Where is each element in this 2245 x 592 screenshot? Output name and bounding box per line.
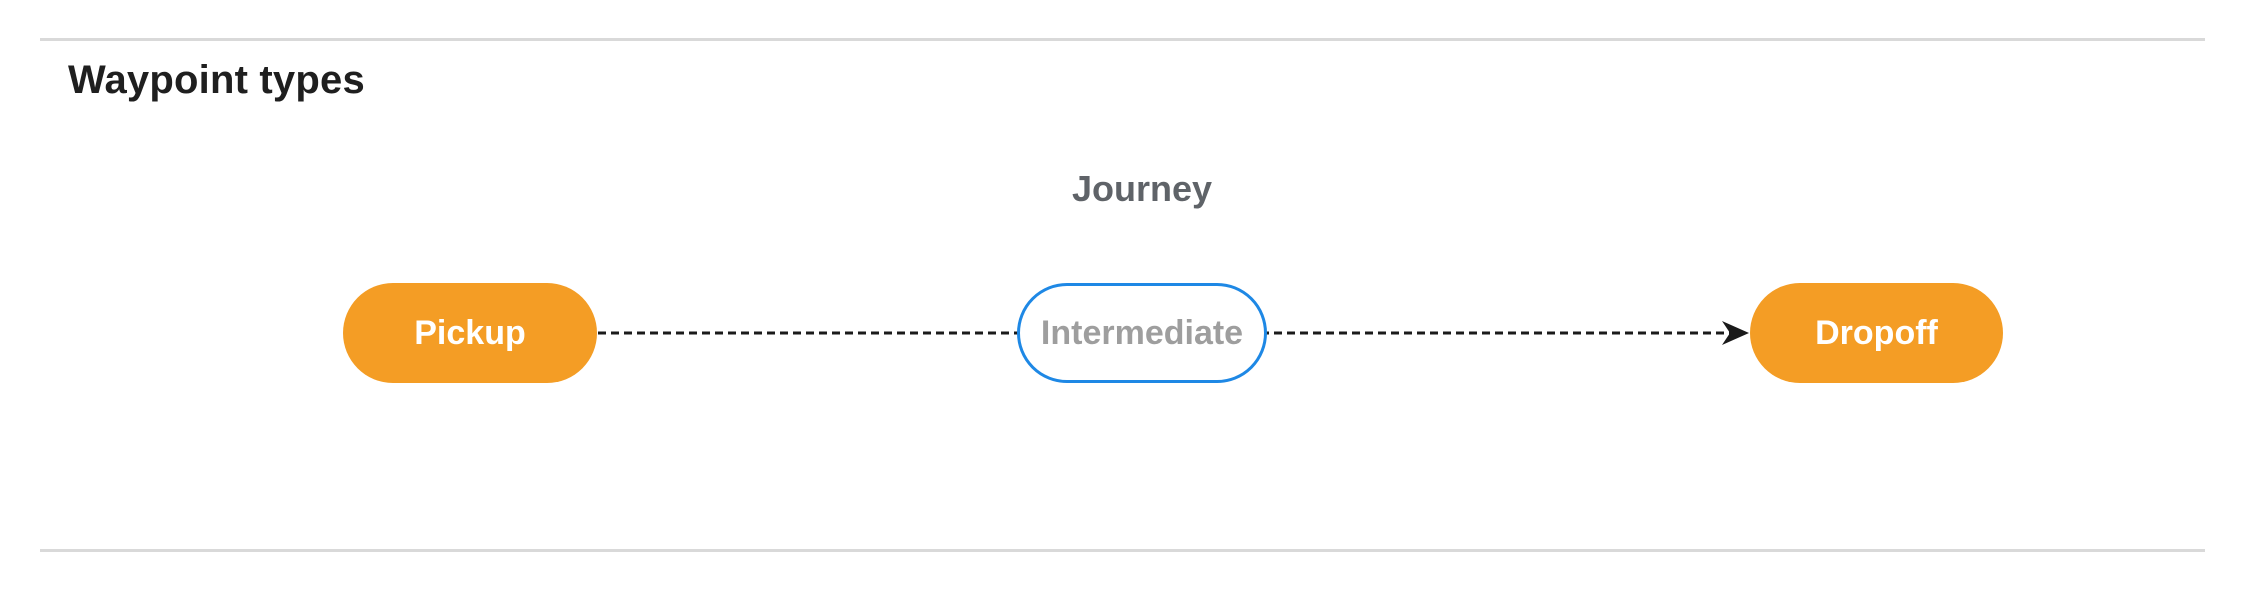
node-dropoff: Dropoff <box>1750 283 2003 383</box>
node-dropoff-label: Dropoff <box>1815 313 1938 352</box>
node-pickup-label: Pickup <box>414 313 526 352</box>
node-pickup: Pickup <box>343 283 597 383</box>
journey-group-label: Journey <box>1071 168 1213 209</box>
node-intermediate: Intermediate <box>1017 283 1267 383</box>
node-intermediate-label: Intermediate <box>1040 313 1244 352</box>
top-divider <box>40 38 2205 41</box>
bottom-divider <box>40 549 2205 552</box>
section-title: Waypoint types <box>68 58 365 102</box>
arrowhead-icon <box>1722 321 1749 345</box>
